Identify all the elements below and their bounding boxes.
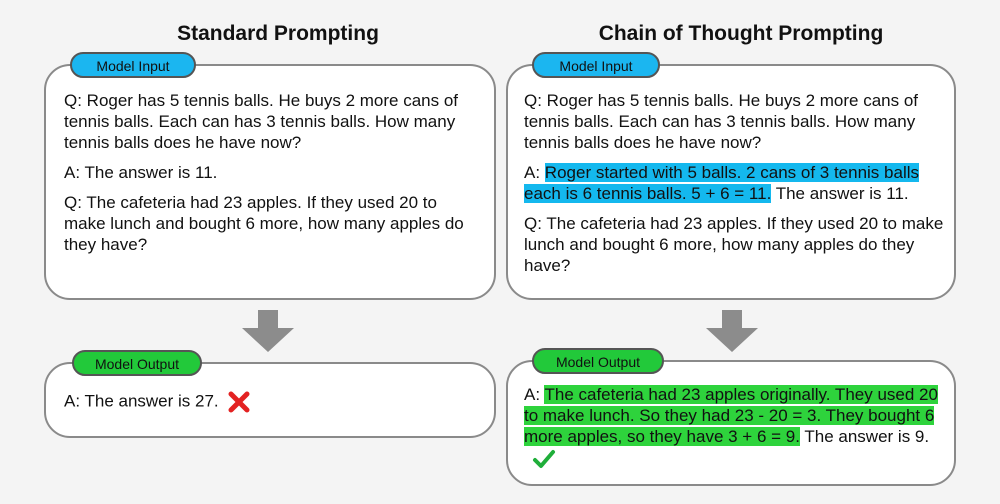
cot-output-prefix: A: <box>524 385 545 404</box>
cot-question-1: Q: Roger has 5 tennis balls. He buys 2 m… <box>524 91 919 152</box>
standard-output-answer: A: The answer is 27. <box>64 391 219 411</box>
red-cross-icon <box>228 391 250 413</box>
green-check-icon <box>533 449 555 468</box>
standard-question-2: Q: The cafeteria had 23 apples. If they … <box>64 193 464 254</box>
cot-input-label: Model Input <box>532 52 660 78</box>
standard-input-label: Model Input <box>70 52 196 78</box>
cot-question-2: Q: The cafeteria had 23 apples. If they … <box>524 214 944 275</box>
cot-output-suffix: The answer is 9. <box>799 427 930 446</box>
cot-output-reasoning: The cafeteria had 23 apples originally. … <box>524 385 938 446</box>
cot-output-label: Model Output <box>532 348 664 374</box>
standard-output-label: Model Output <box>72 350 202 376</box>
standard-input-box <box>44 64 496 300</box>
cot-input-box <box>506 64 956 300</box>
cot-down-arrow <box>706 310 758 352</box>
standard-output-text: A: The answer is 27. <box>64 390 484 414</box>
standard-down-arrow <box>242 310 294 352</box>
cot-input-text: Q: Roger has 5 tennis balls. He buys 2 m… <box>524 90 944 285</box>
standard-question-1: Q: Roger has 5 tennis balls. He buys 2 m… <box>64 91 459 152</box>
standard-input-text: Q: Roger has 5 tennis balls. He buys 2 m… <box>64 90 482 264</box>
cot-output-text: A: The cafeteria had 23 apples originall… <box>524 384 944 470</box>
standard-title: Standard Prompting <box>177 22 379 45</box>
standard-answer-1: A: The answer is 11. <box>64 163 218 182</box>
cot-answer-1-prefix: A: <box>524 163 545 182</box>
cot-title: Chain of Thought Prompting <box>598 22 884 45</box>
cot-answer-1-suffix: The answer is 11. <box>771 184 909 203</box>
cot-answer-1: A: Roger started with 5 balls. 2 cans of… <box>524 162 944 204</box>
